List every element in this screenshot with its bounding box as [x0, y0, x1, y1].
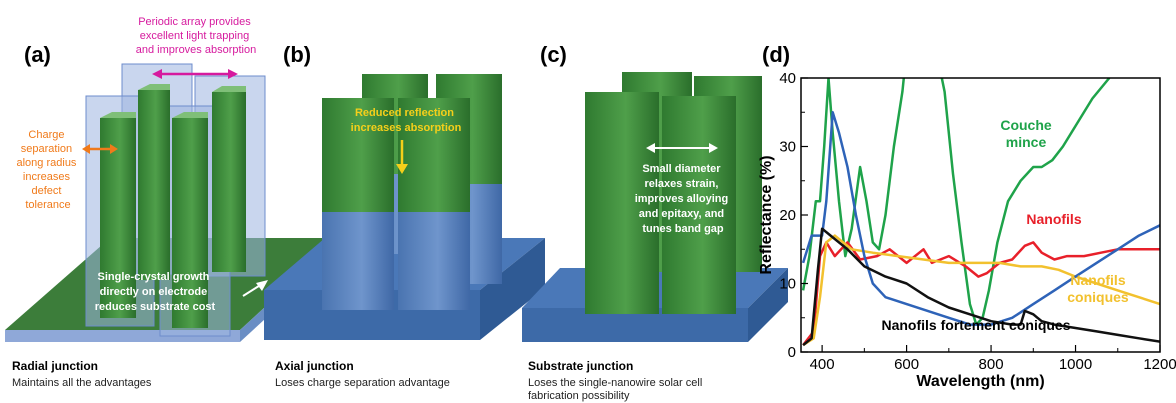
panel-a-caption-title: Radial junction — [12, 359, 98, 373]
panel-d: (d) 400 600 800 1000 1200 0 10 20 30 40Wavelength… — [758, 42, 1176, 390]
series-line-2 — [802, 234, 1160, 347]
label-nanofils-fortement: Nanofils fortement coniques — [881, 317, 1070, 333]
y-tick-label: 40 — [779, 70, 796, 87]
panel-b-label: (b) — [283, 42, 311, 67]
panel-b-nanowires — [322, 74, 502, 310]
panel-c: (c) Small diameter relaxes strain, impro… — [522, 42, 788, 402]
panel-b-note: Reduced reflection increases absorption — [351, 107, 462, 134]
panel-b-caption-title: Axial junction — [275, 359, 354, 373]
series-line-3 — [801, 111, 1160, 326]
panel-a-label: (a) — [24, 42, 51, 67]
panel-a-caption-text: Maintains all the advantages — [12, 377, 152, 389]
panel-a-top-note: Periodic array provides excellent light … — [136, 16, 256, 56]
panel-a-nanowire-cores — [100, 90, 246, 328]
y-axis-title: Reflectance (%) — [758, 155, 775, 274]
y-tick-label: 10 — [779, 276, 796, 293]
panel-c-caption-text: Loses the single-nanowire solar cell fab… — [528, 377, 705, 402]
x-tick-label: 1200 — [1143, 356, 1176, 373]
series-line-1 — [802, 241, 1160, 346]
panel-b: (b) Reduced reflection increases absorpt… — [264, 42, 545, 389]
panel-c-label: (c) — [540, 42, 567, 67]
label-nanofils: Nanofils — [1026, 211, 1081, 227]
panel-a: (a) Periodic array provides excellent li… — [5, 16, 340, 389]
panel-b-caption-text: Loses charge separation advantage — [275, 377, 450, 389]
x-axis-title: Wavelength (nm) — [916, 373, 1044, 390]
y-tick-label: 20 — [779, 207, 796, 224]
x-tick-label: 400 — [810, 356, 835, 373]
x-tick-label: 600 — [894, 356, 919, 373]
panel-a-side-note: Charge separation along radius increases… — [17, 129, 80, 211]
x-tick-label: 1000 — [1059, 356, 1092, 373]
x-tick-label: 800 — [979, 356, 1004, 373]
panel-c-nanowires — [585, 72, 762, 314]
y-tick-label: 0 — [788, 344, 796, 361]
series-line-4 — [802, 227, 1160, 347]
panel-c-caption-title: Substrate junction — [528, 359, 633, 373]
panel-a-base-note: Single-crystal growth directly on electr… — [95, 271, 216, 313]
y-tick-label: 30 — [779, 139, 796, 156]
panel-c-note: Small diameter relaxes strain, improves … — [635, 163, 732, 235]
panel-d-label: (d) — [762, 42, 790, 67]
